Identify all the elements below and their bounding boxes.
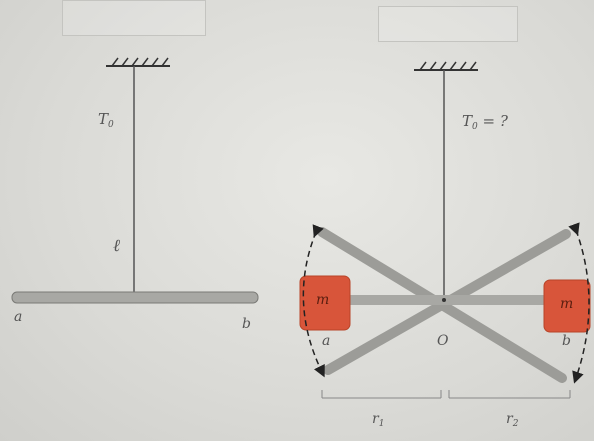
left-mass-label: m [316, 292, 330, 308]
right-header-box [378, 6, 518, 42]
left-ceiling-support [106, 57, 170, 67]
r2-dimension-bracket [448, 390, 571, 399]
left-mass-block [299, 275, 351, 331]
r1-label: r1 [372, 411, 385, 429]
right-rotation-arc [568, 222, 590, 384]
right-ceiling-support [414, 61, 478, 71]
left-header-box [62, 0, 206, 36]
r1-dimension-bracket [321, 390, 442, 399]
right-end-a-label: a [322, 333, 331, 349]
center-o-label: O [437, 333, 449, 349]
left-end-b-label: b [242, 316, 251, 332]
left-length-label: ℓ [113, 236, 121, 256]
right-tension-label: T0 = ? [462, 112, 508, 132]
center-pivot [442, 298, 446, 302]
left-tension-label: T0 [98, 110, 114, 130]
left-end-a-label: a [14, 309, 23, 325]
right-mass-label: m [560, 296, 574, 312]
right-end-b-label: b [562, 333, 571, 349]
left-rod [11, 291, 259, 304]
left-rotation-arc [302, 224, 325, 378]
r2-label: r2 [506, 411, 519, 429]
